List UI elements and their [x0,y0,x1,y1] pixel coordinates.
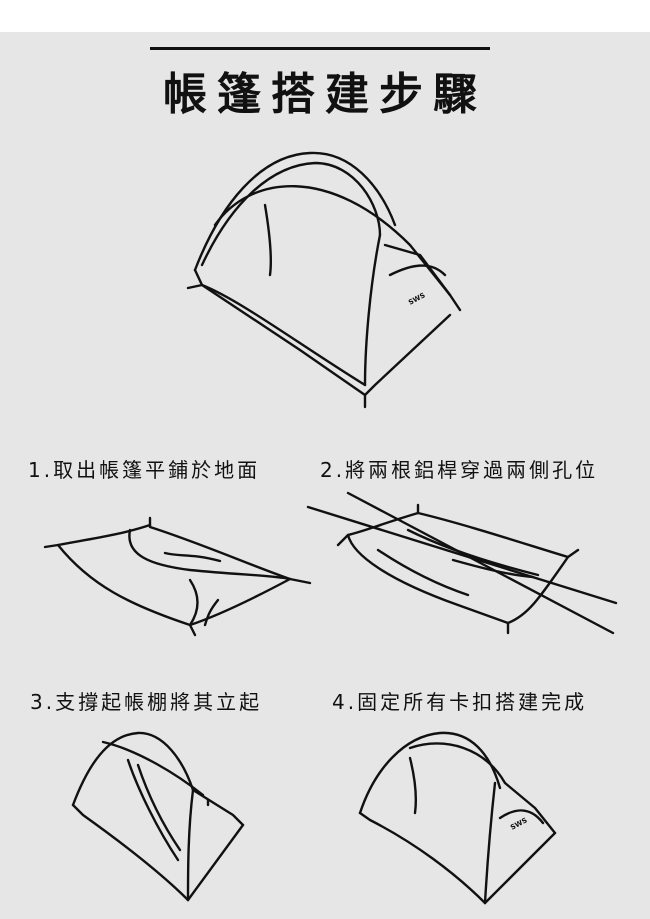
tent-raising-illustration [71,731,245,902]
background-panel [0,32,650,919]
tent-poles-illustration [306,491,618,635]
tent-flat-illustration [43,516,312,637]
step-3-label: 3.支撐起帳棚將其立起 [30,690,263,714]
page-title: 帳篷搭建步驟 [163,69,487,120]
step-4-label: 4.固定所有卡扣搭建完成 [332,690,588,714]
title-rule [150,47,490,50]
step-2-label: 2.將兩根鋁桿穿過兩側孔位 [320,458,599,482]
step-1-label: 1.取出帳篷平鋪於地面 [28,458,261,482]
tent-complete-illustration [358,731,557,905]
tent-illustration-main [186,151,462,409]
